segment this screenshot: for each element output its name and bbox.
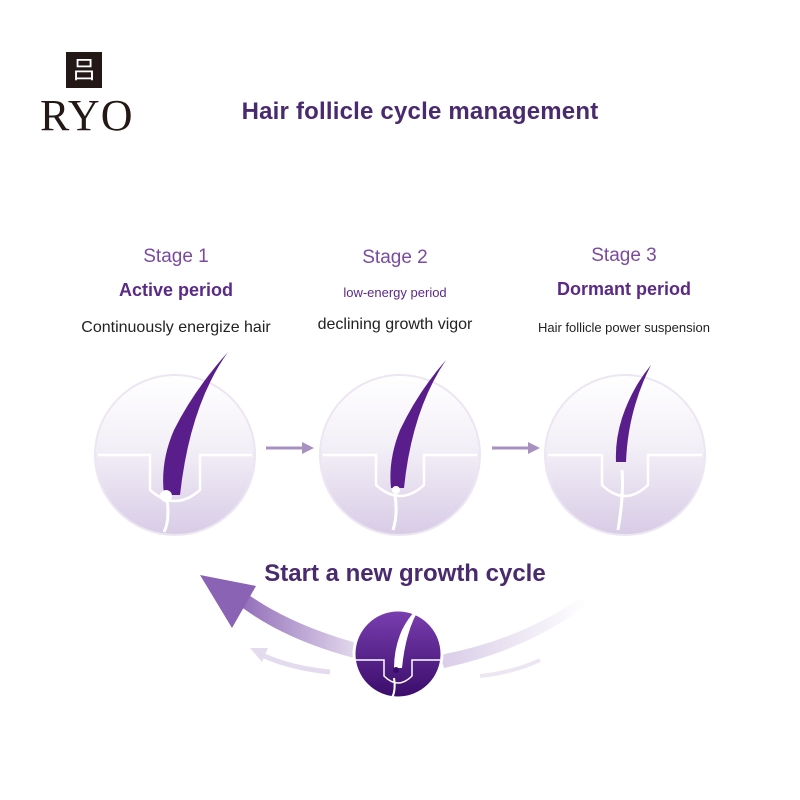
arrow-stage-2-to-3 [492, 442, 540, 454]
stage-1-label: Stage 1 [143, 246, 209, 267]
stage-2-label: Stage 2 [362, 247, 428, 268]
cycle-arrow-left [200, 575, 364, 675]
stage-1-name: Active period [118, 280, 234, 300]
stage-1-desc: Continuously energize hair [81, 319, 271, 336]
stage-2: Stage 2 low-energy period declining grow… [275, 247, 515, 334]
page-title: Hair follicle cycle management [241, 98, 599, 125]
arrow-stage-1-to-2 [266, 442, 314, 454]
follicle-circle-1 [94, 352, 256, 536]
brand-mark: 吕 [66, 52, 102, 88]
follicle-circle-2 [319, 360, 481, 536]
stage-3-name: Dormant period [556, 279, 691, 299]
follicle-circle-3 [544, 365, 706, 536]
stage-1: Stage 1 Active period Continuously energ… [56, 246, 296, 337]
new-cycle-circle [352, 606, 444, 700]
stage-2-desc: declining growth vigor [317, 316, 473, 333]
stage-3-label: Stage 3 [591, 245, 657, 266]
stage-2-name: low-energy period [343, 285, 447, 300]
stage-3: Stage 3 Dormant period Hair follicle pow… [504, 245, 744, 335]
stage-3-desc: Hair follicle power suspension [538, 320, 710, 335]
brand-name: RYO [40, 91, 134, 140]
cycle-arrow-right [440, 598, 588, 678]
cycle-title: Start a new growth cycle [264, 560, 546, 587]
brand-logo: 吕 RYO [40, 52, 140, 142]
